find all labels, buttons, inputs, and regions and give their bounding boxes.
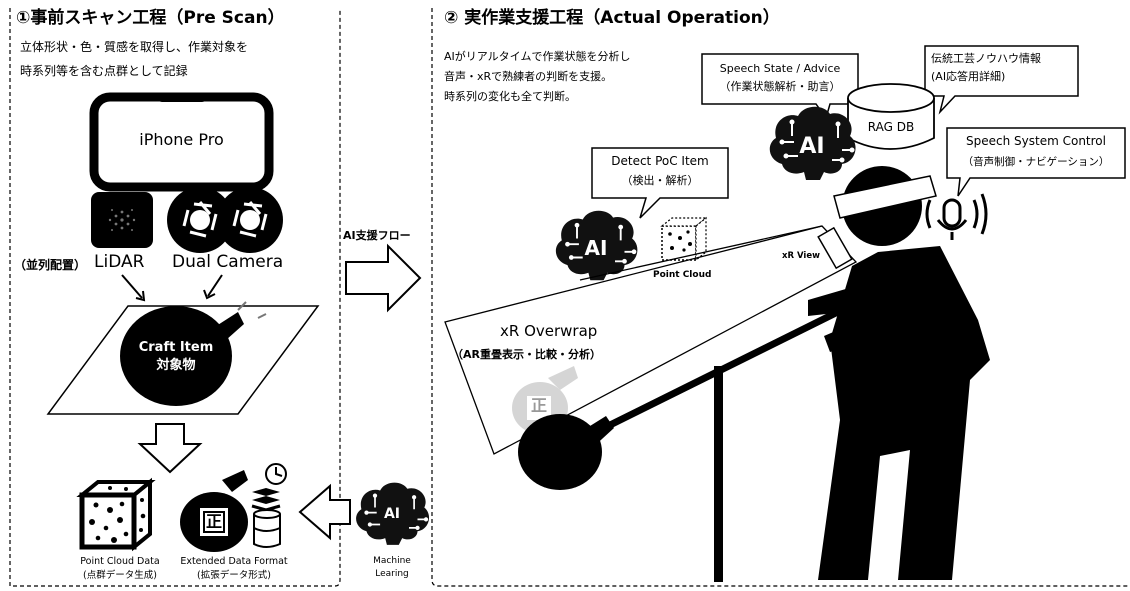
iphone-label: iPhone Pro bbox=[139, 130, 224, 149]
point-cloud-label: Point Cloud bbox=[653, 270, 712, 280]
right-desc-line3: 時系列の変化も全て判断。 bbox=[444, 90, 576, 103]
microphone-icon bbox=[925, 193, 988, 240]
rag-db-icon bbox=[847, 83, 935, 150]
rag-db-label: RAG DB bbox=[867, 120, 915, 134]
right-section-border bbox=[431, 8, 1128, 587]
person-silhouette bbox=[808, 166, 990, 580]
stand bbox=[714, 366, 723, 582]
flow-arrow bbox=[345, 243, 422, 313]
detect-poc-jp-label: （検出・解析） bbox=[621, 174, 699, 187]
craft-item-en-label: Craft Item bbox=[138, 340, 214, 355]
speech-control-jp-label: （音声制御・ナビゲーション） bbox=[962, 156, 1110, 168]
point-cloud-data-label: Point Cloud Data bbox=[80, 556, 160, 567]
lidar-label: LiDAR bbox=[94, 252, 145, 272]
point-cloud-small-icon bbox=[660, 216, 708, 262]
down-arrow bbox=[137, 423, 203, 474]
xr-overwrap-region bbox=[444, 225, 858, 455]
extended-format-label: Extended Data Format bbox=[180, 556, 288, 567]
speech-state-jp-label: （作業状態解析・助言） bbox=[719, 80, 841, 93]
ml-ai-text: AI bbox=[383, 506, 401, 522]
work-jar-icon bbox=[518, 294, 868, 490]
left-desc-line1: 立体形状・色・質感を取得し、作業対象を bbox=[20, 40, 249, 54]
point-cloud-data-jp-label: (点群データ生成) bbox=[83, 570, 157, 581]
extended-format-icon bbox=[180, 470, 248, 552]
dual-camera-label: Dual Camera bbox=[172, 252, 284, 272]
xr-view-label: xR View bbox=[782, 251, 820, 261]
platform bbox=[46, 305, 320, 415]
traditional-label: 伝統工芸ノウハウ情報 bbox=[931, 52, 1041, 65]
xr-overwrap-jp-label: （AR重畳表示・比較・分析） bbox=[452, 348, 601, 361]
craft-item-icon bbox=[120, 301, 267, 406]
extended-format-jp-label: (拡張データ形式) bbox=[197, 570, 271, 581]
seal-char-ghost: 正 bbox=[530, 396, 547, 415]
ai-detect-text: AI bbox=[584, 236, 608, 260]
left-section-title: ①事前スキャン工程（Pre Scan） bbox=[16, 8, 285, 28]
xr-headset-icon bbox=[817, 175, 937, 270]
right-section-title: ② 実作業支援工程（Actual Operation） bbox=[444, 8, 780, 28]
flow-label: AI支援フロー bbox=[343, 229, 411, 242]
ml-label-line1: Machine bbox=[373, 556, 411, 566]
point-cloud-cube-icon bbox=[76, 477, 156, 552]
right-desc-line2: 音声・xRで熟練者の判断を支援。 bbox=[444, 70, 613, 83]
layers-icon bbox=[251, 488, 281, 512]
detect-poc-bubble bbox=[591, 147, 729, 219]
ai-top-text: AI bbox=[799, 134, 825, 159]
speech-control-label: Speech System Control bbox=[966, 134, 1106, 148]
traditional-jp-label: (AI応答用詳細) bbox=[931, 70, 1006, 83]
left-desc-line2: 時系列等を含む点群として記録 bbox=[20, 64, 188, 78]
dual-camera-icon bbox=[167, 187, 283, 253]
database-icon bbox=[253, 509, 281, 548]
seal-char-left: 正 bbox=[205, 512, 222, 531]
ml-arrow bbox=[298, 483, 351, 541]
detect-poc-label: Detect PoC Item bbox=[611, 154, 709, 168]
speech-control-bubble bbox=[946, 127, 1126, 197]
speech-state-bubble bbox=[701, 53, 859, 120]
xr-overwrap-label: xR Overwrap bbox=[500, 322, 598, 340]
craft-item-jp-label: 対象物 bbox=[156, 358, 196, 373]
ml-label-line2: Learing bbox=[375, 569, 409, 579]
parallel-note: （並列配置） bbox=[14, 258, 87, 272]
speech-state-label: Speech State / Advice bbox=[719, 62, 841, 75]
clock-icon bbox=[265, 463, 287, 485]
right-desc-line1: AIがリアルタイムで作業状態を分析し bbox=[444, 50, 631, 63]
left-section-border bbox=[9, 8, 341, 587]
